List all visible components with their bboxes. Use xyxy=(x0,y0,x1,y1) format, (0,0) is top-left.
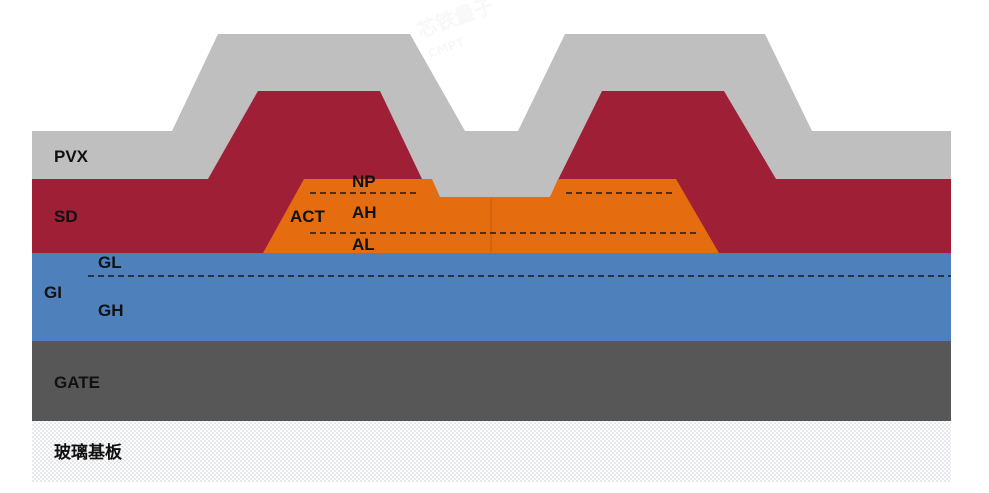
label-pvx: PVX xyxy=(54,147,89,166)
sd-layer xyxy=(32,91,951,253)
gate-layer xyxy=(32,340,951,421)
label-gate: GATE xyxy=(54,373,100,392)
label-gh: GH xyxy=(98,301,124,320)
label-sd: SD xyxy=(54,207,78,226)
label-gl: GL xyxy=(98,253,122,272)
label-np: NP xyxy=(352,172,376,191)
pvx-layer xyxy=(32,34,951,180)
watermark-logo: 芯铁量子 CMPT xyxy=(414,0,497,61)
label-ah: AH xyxy=(352,203,377,222)
label-gi: GI xyxy=(44,283,62,302)
substrate-layer xyxy=(32,420,951,482)
label-substrate: 玻璃基板 xyxy=(54,442,123,463)
label-act: ACT xyxy=(290,207,326,226)
gi-layer xyxy=(32,252,951,341)
pvx-channel-fill xyxy=(420,180,560,200)
label-al: AL xyxy=(352,235,375,254)
